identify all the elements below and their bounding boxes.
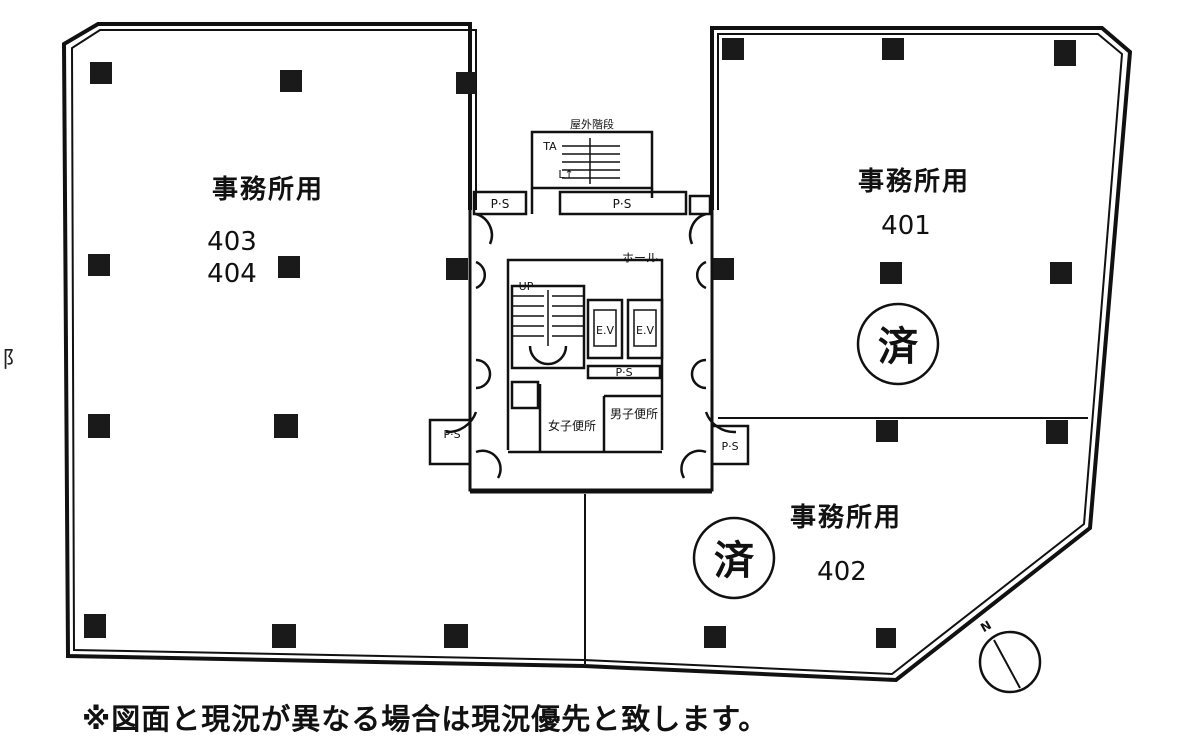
room-use-west: 事務所用 bbox=[212, 175, 324, 205]
stair-tag-ta: TA bbox=[542, 140, 557, 153]
edge-character: 阝 bbox=[2, 348, 25, 373]
stair-tag-le: L↑ bbox=[558, 168, 573, 181]
unit-number-402: 402 bbox=[817, 557, 867, 587]
ps-center-label: P·S bbox=[613, 197, 632, 211]
womens-wc-label: 女子便所 bbox=[548, 418, 596, 433]
unit-number-403: 403 bbox=[207, 227, 257, 257]
room-use-southeast: 事務所用 bbox=[790, 503, 902, 533]
north-label: N bbox=[978, 618, 994, 635]
ps-small-left-label: P·S bbox=[443, 428, 460, 441]
core bbox=[428, 130, 750, 494]
outer-walls bbox=[61, 22, 1133, 683]
room-use-northeast: 事務所用 bbox=[858, 167, 970, 197]
columns bbox=[84, 38, 1076, 648]
stamp-mark-401: 済 bbox=[878, 324, 919, 370]
stamp-circle-402 bbox=[692, 516, 776, 600]
ps-left-label: P·S bbox=[491, 197, 510, 211]
disclaimer-note: ※図面と現況が異なる場合は現況優先と致します。 bbox=[82, 702, 769, 736]
mens-wc-label: 男子便所 bbox=[610, 407, 658, 421]
elevator-label-1: E.V bbox=[596, 324, 614, 337]
stamp-mark-402: 済 bbox=[714, 538, 755, 584]
unit-number-401: 401 bbox=[881, 211, 931, 241]
elevator-label-2: E.V bbox=[636, 324, 654, 337]
inner-stair-tag-up: UP bbox=[519, 280, 534, 293]
stamp-circle-401 bbox=[856, 302, 940, 386]
unit-number-404: 404 bbox=[207, 259, 257, 289]
hall-label: ホール bbox=[622, 251, 658, 265]
outdoor-stair-label: 屋外階段 bbox=[570, 117, 614, 131]
ps-core-label: P·S bbox=[615, 366, 632, 379]
ps-small-right-label: P·S bbox=[721, 440, 738, 453]
north-arrow bbox=[978, 630, 1042, 694]
